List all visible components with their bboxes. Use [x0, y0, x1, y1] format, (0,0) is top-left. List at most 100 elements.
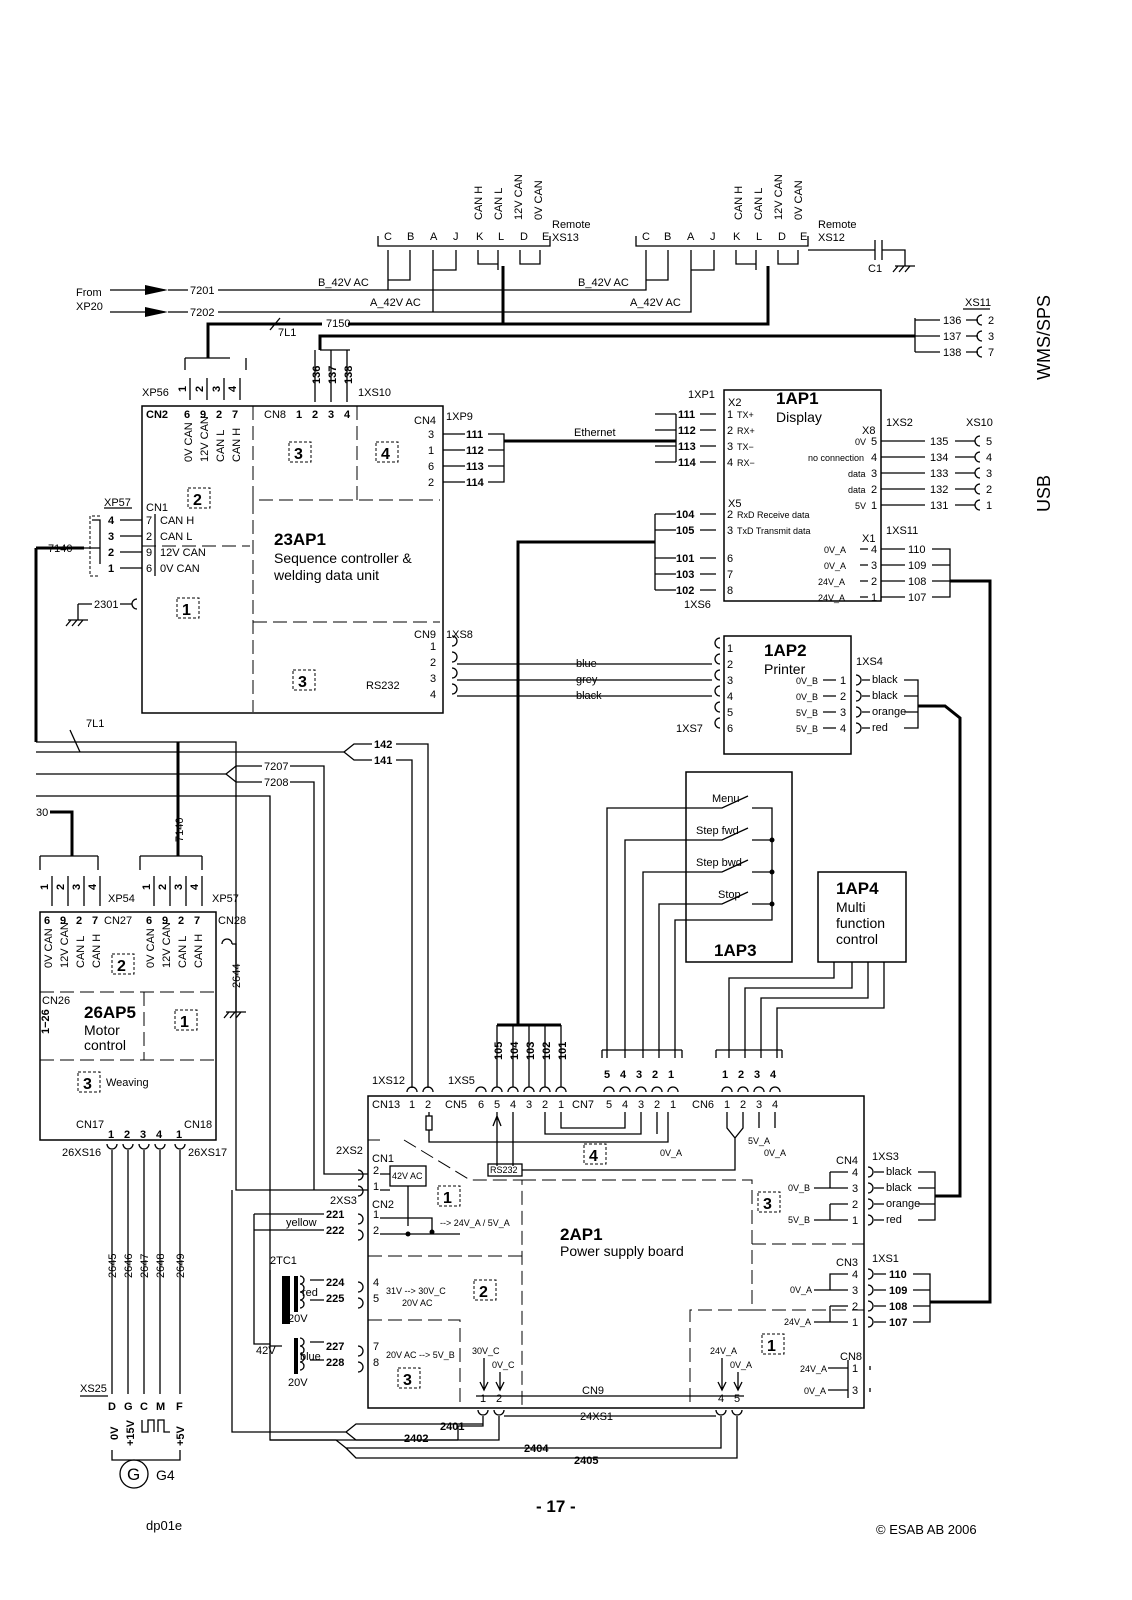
svg-text:1: 1	[871, 592, 877, 604]
svg-text:5: 5	[986, 436, 992, 448]
tx-minus: TX−	[737, 442, 754, 452]
svg-text:4: 4	[344, 409, 351, 421]
wire-114: 114	[678, 457, 697, 469]
wire-101: 101	[557, 1042, 569, 1060]
pin-j: J	[710, 231, 716, 243]
svg-text:2: 2	[852, 1199, 858, 1211]
wire-112: 112	[678, 425, 696, 437]
svg-text:6: 6	[44, 915, 50, 927]
wire-7l1-mid: 7L1	[86, 718, 104, 730]
section-4: 4	[381, 446, 390, 463]
cn9-label: CN9	[582, 1385, 604, 1397]
module-line-2: function	[836, 915, 885, 931]
a42-label-2: A_42V AC	[630, 297, 681, 309]
svg-text:3: 3	[852, 1183, 858, 1195]
pin-j: J	[453, 231, 459, 243]
cn9-label: CN9	[414, 629, 436, 641]
svg-text:8: 8	[373, 1357, 379, 1369]
xs24-label: 24XS1	[580, 1411, 613, 1423]
wire-225: 225	[326, 1293, 344, 1305]
wire-7207: 7207	[264, 761, 288, 773]
12v-can-a: 12V CAN	[59, 922, 71, 968]
12v-can-b: 12V CAN	[161, 922, 173, 968]
orange-label: orange	[886, 1198, 920, 1210]
svg-text:4: 4	[510, 1099, 516, 1111]
svg-text:8: 8	[727, 585, 733, 597]
pin-d: D	[520, 231, 528, 243]
rs232-label: RS232	[366, 680, 400, 692]
svg-text:6: 6	[184, 409, 190, 421]
5va-label: 5V_A	[748, 1136, 770, 1146]
module-subtitle: Display	[776, 409, 822, 425]
can-h-b: CAN H	[193, 934, 205, 968]
svg-text:4: 4	[871, 452, 877, 464]
20vac-label: 20V AC	[402, 1298, 433, 1308]
svg-text:3: 3	[83, 1076, 92, 1093]
svg-text:9: 9	[60, 915, 66, 927]
data-label-1: data	[848, 469, 866, 479]
wire-2647: 2647	[139, 1254, 151, 1278]
svg-text:4: 4	[986, 452, 992, 464]
0vb-label-1: 0V_B	[796, 676, 818, 686]
0v-can-a: 0V CAN	[43, 928, 55, 968]
xs8-label: 1XS8	[446, 629, 473, 641]
module-subtitle-2: welding data unit	[273, 567, 379, 583]
pin-c: C	[384, 231, 392, 243]
wire-137: 137	[327, 366, 339, 384]
xs4-label: 1XS4	[856, 656, 883, 668]
svg-text:5: 5	[606, 1099, 612, 1111]
svg-text:2: 2	[108, 547, 114, 559]
xs10-label: XS10	[966, 417, 993, 429]
wire-114: 114	[466, 477, 485, 489]
red-label: red	[302, 1287, 318, 1299]
0v-can-label: 0V CAN	[793, 180, 805, 220]
svg-text:6: 6	[146, 915, 152, 927]
svg-text:1: 1	[840, 675, 846, 687]
xs2-label: 1XS2	[886, 417, 913, 429]
svg-text:1: 1	[852, 1363, 858, 1375]
svg-text:4: 4	[770, 1069, 777, 1081]
wire-101: 101	[676, 553, 694, 565]
wire-2405: 2405	[574, 1455, 598, 1467]
xs3b-label: 1XS3	[872, 1151, 899, 1163]
svg-text:2: 2	[740, 1099, 746, 1111]
wire-132: 132	[930, 484, 948, 496]
xs12-label: 1XS12	[372, 1075, 405, 1087]
xs1-label: 1XS1	[872, 1253, 899, 1265]
svg-text:2: 2	[871, 576, 877, 588]
svg-text:4: 4	[589, 1148, 598, 1165]
xp1-label: 1XP1	[688, 389, 715, 401]
module-line-1: Multi	[836, 899, 866, 915]
wire-113: 113	[678, 441, 696, 453]
svg-text:2: 2	[428, 477, 434, 489]
wire-107: 107	[908, 592, 926, 604]
5v-label: +5V	[175, 1425, 187, 1446]
svg-text:4: 4	[772, 1099, 778, 1111]
cn3-label: CN3	[836, 1257, 858, 1269]
svg-text:2: 2	[430, 657, 436, 669]
can-h: CAN H	[231, 428, 243, 462]
svg-text:1: 1	[727, 409, 733, 421]
svg-text:2: 2	[496, 1393, 502, 1405]
svg-text:3: 3	[430, 673, 436, 685]
svg-text:3: 3	[403, 1372, 412, 1389]
svg-text:5: 5	[494, 1099, 500, 1111]
wire-104: 104	[676, 509, 695, 521]
svg-text:4: 4	[373, 1277, 379, 1289]
cn18-label: CN18	[184, 1119, 212, 1131]
5v-label: 5V	[855, 501, 866, 511]
xs17-label: 26XS17	[188, 1147, 227, 1159]
wire-102: 102	[541, 1042, 553, 1060]
x1-label: X1	[862, 533, 875, 545]
svg-text:4: 4	[871, 544, 877, 556]
svg-text:4: 4	[227, 385, 239, 392]
svg-text:2: 2	[852, 1301, 858, 1313]
cn4-label: CN4	[836, 1155, 858, 1167]
0va-label-cn9: 0V_A	[730, 1360, 752, 1370]
svg-text:2: 2	[216, 409, 222, 421]
svg-text:3: 3	[211, 386, 223, 392]
remote-label: Remote	[552, 219, 591, 231]
svg-text:7: 7	[194, 915, 200, 927]
svg-text:M: M	[156, 1401, 165, 1413]
svg-text:2: 2	[312, 409, 318, 421]
